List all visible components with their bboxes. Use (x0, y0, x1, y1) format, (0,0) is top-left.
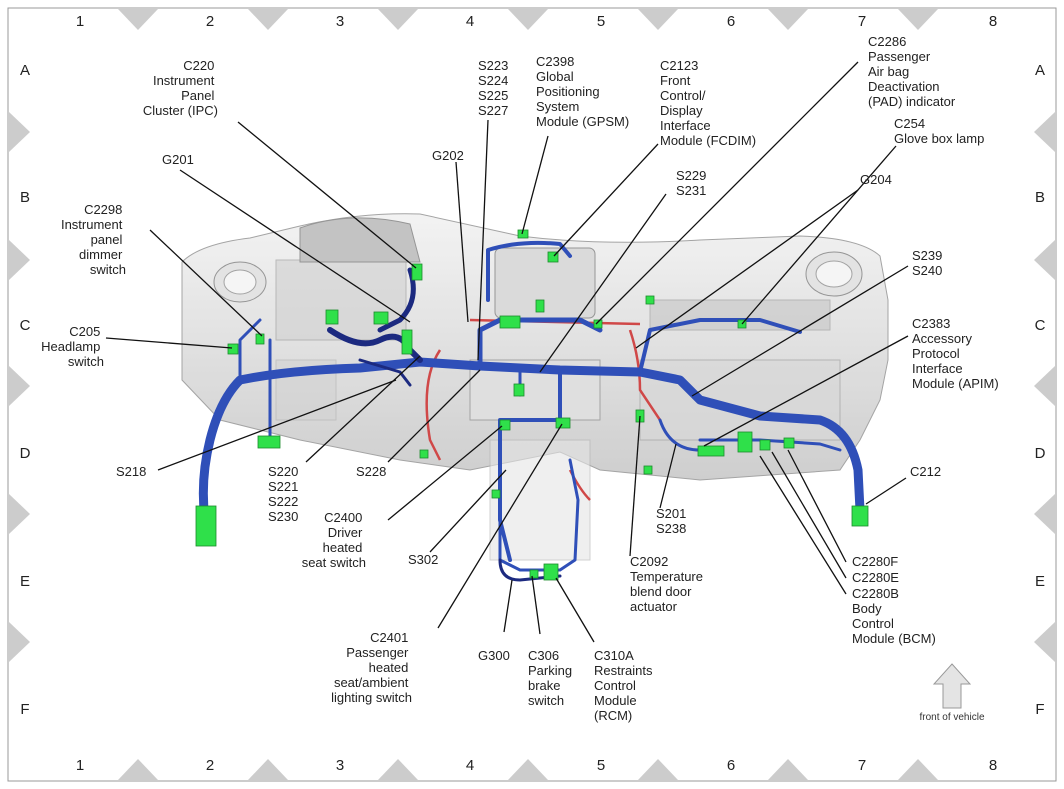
label-s220: S220 S221 S222 S230 (268, 464, 302, 524)
grid-col-label: 5 (597, 757, 605, 774)
front-of-vehicle-label: front of vehicle (919, 712, 984, 723)
label-c310a: C310A Restraints Control Module (RCM) (594, 648, 656, 723)
connector (227, 343, 239, 355)
grid-markers (9, 9, 1055, 780)
grid-col-label: 1 (76, 13, 84, 30)
grid-col-label: 7 (858, 13, 866, 30)
grid-column-labels-top: 1 2 3 4 5 6 7 8 (76, 13, 997, 30)
connector (593, 319, 603, 329)
connector (697, 445, 725, 457)
grid-col-label: 2 (206, 757, 214, 774)
grid-col-label: 6 (727, 757, 735, 774)
label-c220: C220 Instrument Panel Cluster (IPC) (143, 58, 218, 118)
grid-row-label: B (1035, 189, 1045, 206)
label-c212: C212 (910, 464, 941, 479)
label-s239: S239 S240 (912, 248, 946, 278)
connector (737, 431, 753, 453)
grid-row-label: C (1035, 317, 1046, 334)
connector (419, 449, 429, 459)
connector (851, 505, 869, 527)
label-s228: S228 (356, 464, 386, 479)
grid-row-label: A (1035, 62, 1045, 79)
label-s223: S223 S224 S225 S227 (478, 58, 512, 118)
connector (645, 295, 655, 305)
front-of-vehicle-indicator: front of vehicle (919, 663, 985, 723)
callout-labels: C220 Instrument Panel Cluster (IPC) G201… (41, 34, 999, 723)
grid-row-label: D (1035, 445, 1046, 462)
label-c254: C254 Glove box lamp (894, 116, 984, 146)
grid-row-label: C (20, 317, 31, 334)
label-g300: G300 (478, 648, 510, 663)
grid-row-label: D (20, 445, 31, 462)
label-s201: S201 S238 (656, 506, 690, 536)
grid-row-label: F (20, 701, 29, 718)
grid-col-label: 5 (597, 13, 605, 30)
connector (195, 505, 217, 547)
label-g201: G201 (162, 152, 194, 167)
label-c2280: C2280F C2280E C2280B Body Control Module… (852, 554, 936, 646)
up-arrow-icon (932, 663, 972, 709)
grid-col-label: 6 (727, 13, 735, 30)
grid-row-label: E (20, 573, 30, 590)
grid-col-label: 2 (206, 13, 214, 30)
grid-row-labels-left: A B C D E F (20, 62, 31, 718)
label-s229: S229 S231 (676, 168, 710, 198)
connectors (195, 229, 869, 581)
connector (547, 251, 559, 263)
diagram-frame (7, 7, 1057, 782)
grid-row-label: A (20, 62, 30, 79)
label-g202: G202 (432, 148, 464, 163)
label-g204: G204 (860, 172, 892, 187)
connector (491, 489, 501, 499)
leader-lines (105, 61, 909, 643)
label-s302: S302 (408, 552, 438, 567)
label-c2383: C2383 Accessory Protocol Interface Modul… (912, 316, 999, 391)
label-c205: C205 Headlamp switch (41, 324, 104, 369)
grid-col-label: 3 (336, 757, 344, 774)
label-c2123: C2123 Front Control/ Display Interface M… (660, 58, 756, 148)
connector (499, 419, 511, 431)
connector (255, 333, 265, 345)
label-c2398: C2398 Global Positioning System Module (… (536, 54, 629, 129)
connector (373, 311, 389, 325)
connector (555, 417, 571, 429)
connector (325, 309, 339, 325)
grid-col-label: 8 (989, 757, 997, 774)
grid-row-labels-right: A B C D E F (1035, 62, 1046, 718)
connector (535, 299, 545, 313)
connector (513, 383, 525, 397)
grid-col-label: 4 (466, 757, 474, 774)
label-c306: C306 Parking brake switch (528, 648, 576, 708)
label-c2092: C2092 Temperature blend door actuator (630, 554, 707, 614)
label-c2286: C2286 Passenger Air bag Deactivation (PA… (868, 34, 956, 109)
grid-row-label: B (20, 189, 30, 206)
label-c2298: C2298 Instrument panel dimmer switch (61, 202, 126, 277)
grid-col-label: 4 (466, 13, 474, 30)
grid-col-label: 8 (989, 13, 997, 30)
grid-col-label: 1 (76, 757, 84, 774)
connector (543, 563, 559, 581)
grid-column-labels-bottom: 1 2 3 4 5 6 7 8 (76, 757, 997, 774)
grid-row-label: E (1035, 573, 1045, 590)
label-c2400: C2400 Driver heated seat switch (302, 510, 366, 570)
connector (411, 263, 423, 281)
connector (257, 435, 281, 449)
connector (643, 465, 653, 475)
connector (759, 439, 771, 451)
connector (529, 569, 539, 579)
connector (783, 437, 795, 449)
connector (401, 329, 413, 355)
grid-col-label: 3 (336, 13, 344, 30)
label-s218: S218 (116, 464, 146, 479)
connector (499, 315, 521, 329)
grid-col-label: 7 (858, 757, 866, 774)
label-c2401: C2401 Passenger heated seat/ambient ligh… (331, 630, 412, 705)
grid-row-label: F (1035, 701, 1044, 718)
